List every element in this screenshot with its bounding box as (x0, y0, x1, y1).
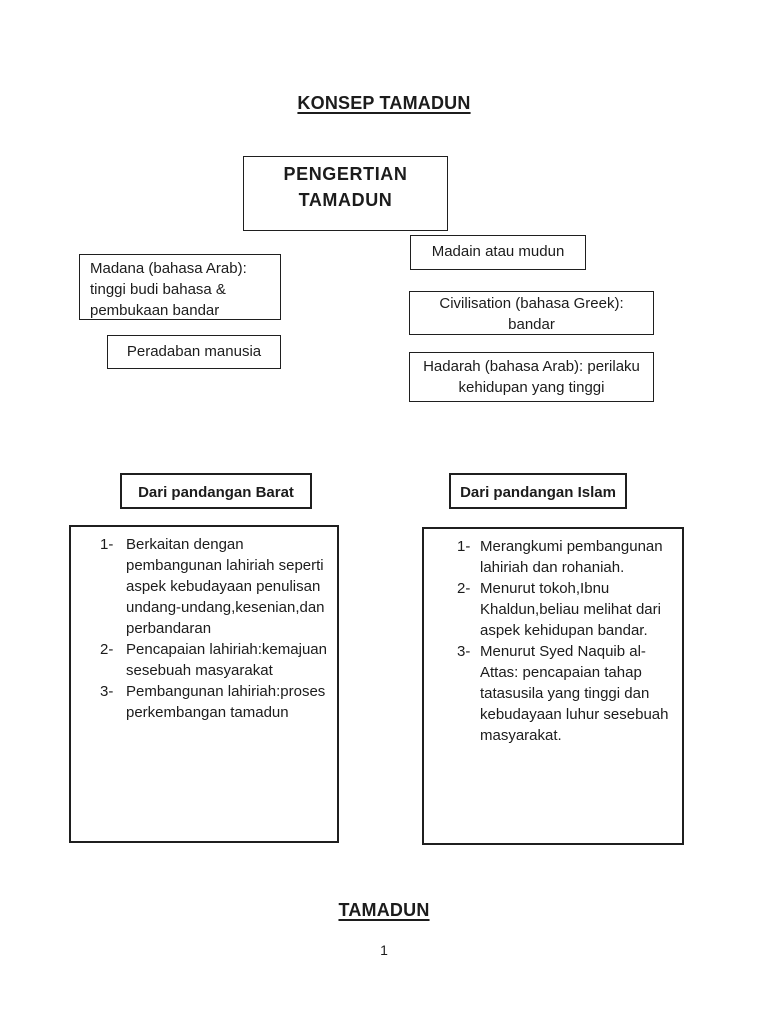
list-item-marker: 3- (457, 643, 471, 660)
pengertian-tamadun-box: PENGERTIAN TAMADUN (243, 156, 448, 231)
list-item-text: Merangkumi pembangunan lahiriah dan roha… (480, 538, 663, 576)
madana-definition-box: Madana (bahasa Arab): tinggi budi bahasa… (79, 254, 281, 320)
list-item-marker: 2- (100, 641, 114, 658)
page-number: 1 (380, 942, 388, 958)
list-item-text: Pembangunan lahiriah:proses perkembangan… (126, 683, 326, 721)
page-title: KONSEP TAMADUN (297, 93, 471, 113)
list-item: 2- Pencapaian lahiriah:kemajuan sesebuah … (100, 639, 333, 681)
islam-view-list-box: 1- Merangkumi pembangunan lahiriah dan ro… (422, 527, 684, 845)
dari-pandangan-islam-header: Dari pandangan Islam (449, 473, 627, 509)
dari-pandangan-barat-header: Dari pandangan Barat (120, 473, 312, 509)
peradaban-definition-box: Peradaban manusia (107, 335, 281, 369)
list-item-marker: 1- (457, 538, 471, 555)
madain-definition-box: Madain atau mudun (410, 235, 586, 270)
list-item-marker: 3- (100, 683, 114, 700)
list-item: 3- Pembangunan lahiriah:proses perkembang… (100, 681, 333, 723)
list-item-text: Pencapaian lahiriah:kemajuan sesebuah ma… (126, 641, 327, 679)
list-item: 1- Berkaitan dengan pembangunan lahiriah … (100, 534, 333, 639)
list-item-text: Menurut tokoh,Ibnu Khaldun,beliau meliha… (480, 580, 661, 639)
civilisation-definition-box: Civilisation (bahasa Greek): bandar (409, 291, 654, 335)
list-item-text: Menurut Syed Naquib al- Attas: pencapaia… (480, 643, 669, 744)
list-item: 3- Menurut Syed Naquib al- Attas: pencapa… (457, 641, 678, 746)
list-item-marker: 1- (100, 536, 114, 553)
footer-section-title: TAMADUN (338, 900, 430, 920)
west-view-list-box: 1- Berkaitan dengan pembangunan lahiriah … (69, 525, 339, 843)
list-item-text: Berkaitan dengan pembangunan lahiriah se… (126, 536, 325, 637)
list-item: 1- Merangkumi pembangunan lahiriah dan ro… (457, 536, 678, 578)
list-item-marker: 2- (457, 580, 471, 597)
hadarah-definition-box: Hadarah (bahasa Arab): perilaku kehidupa… (409, 352, 654, 402)
list-item: 2- Menurut tokoh,Ibnu Khaldun,beliau meli… (457, 578, 678, 641)
